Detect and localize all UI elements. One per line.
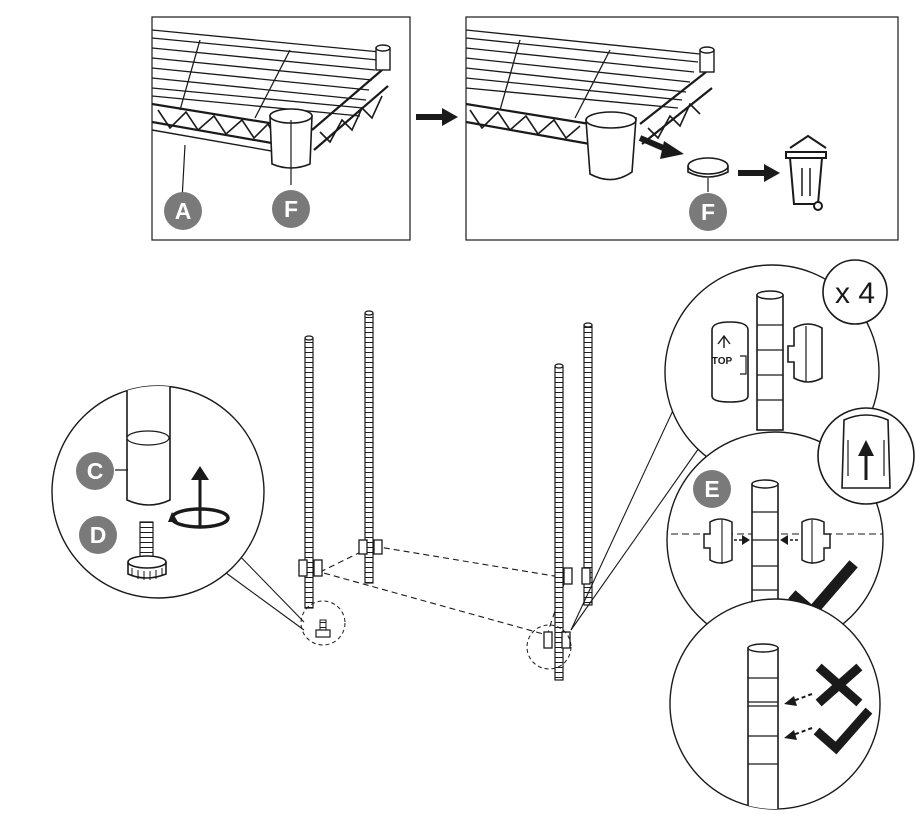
- label-C: C: [76, 452, 114, 490]
- detail-leveling-foot: C D: [51, 385, 265, 599]
- plastic-cone-removed: [585, 111, 637, 181]
- svg-text:F: F: [701, 199, 715, 225]
- cross-icon: [815, 663, 863, 707]
- svg-text:TOP: TOP: [712, 356, 733, 367]
- arrow-right-icon: [416, 108, 458, 126]
- post-back-left: [364, 310, 374, 584]
- plastic-sleeve-side: [787, 323, 823, 383]
- detail-sleeve-insert: [817, 407, 915, 505]
- label-A: A: [164, 192, 202, 230]
- checkmark-icon: [813, 707, 873, 755]
- svg-text:F: F: [284, 196, 298, 222]
- svg-text:E: E: [704, 476, 719, 502]
- post-front-left: [304, 335, 314, 609]
- svg-text:D: D: [90, 522, 107, 548]
- label-F-step2: F: [689, 193, 727, 231]
- plastic-sleeve-right: [801, 518, 831, 564]
- post-front-right: [554, 363, 564, 681]
- arrow-right-icon: [638, 135, 684, 159]
- rotate-icon: [168, 466, 230, 529]
- wire-shelf-illustration-2: [466, 29, 827, 211]
- svg-text:x 4: x 4: [835, 277, 875, 310]
- posts-assembly: [221, 310, 707, 681]
- plastic-sleeve-top: TOP: [711, 321, 749, 403]
- arrow-right-icon: [738, 164, 780, 182]
- step1-panel: A F: [151, 16, 411, 241]
- label-E: E: [693, 470, 731, 508]
- wire-shelf-illustration: [152, 29, 391, 201]
- label-F-step1: F: [272, 190, 310, 228]
- svg-text:A: A: [175, 198, 192, 224]
- leveling-foot: [315, 619, 331, 638]
- post-back-right: [583, 322, 593, 606]
- leveling-bolt-D: [127, 521, 167, 580]
- detail-sleeve-placement: [669, 598, 881, 810]
- plastic-cone-F: [269, 108, 313, 185]
- arrow-up-icon: [858, 440, 874, 456]
- detail-sleeves-orientation: TOP x 4: [664, 259, 888, 480]
- trash-bin-icon: [785, 134, 827, 211]
- quantity-badge: x 4: [822, 259, 888, 325]
- svg-text:C: C: [87, 458, 104, 484]
- step2-panel: F: [465, 16, 899, 241]
- plastic-sleeve-left: [703, 518, 733, 564]
- label-D: D: [79, 516, 117, 554]
- cap-F: [687, 157, 729, 192]
